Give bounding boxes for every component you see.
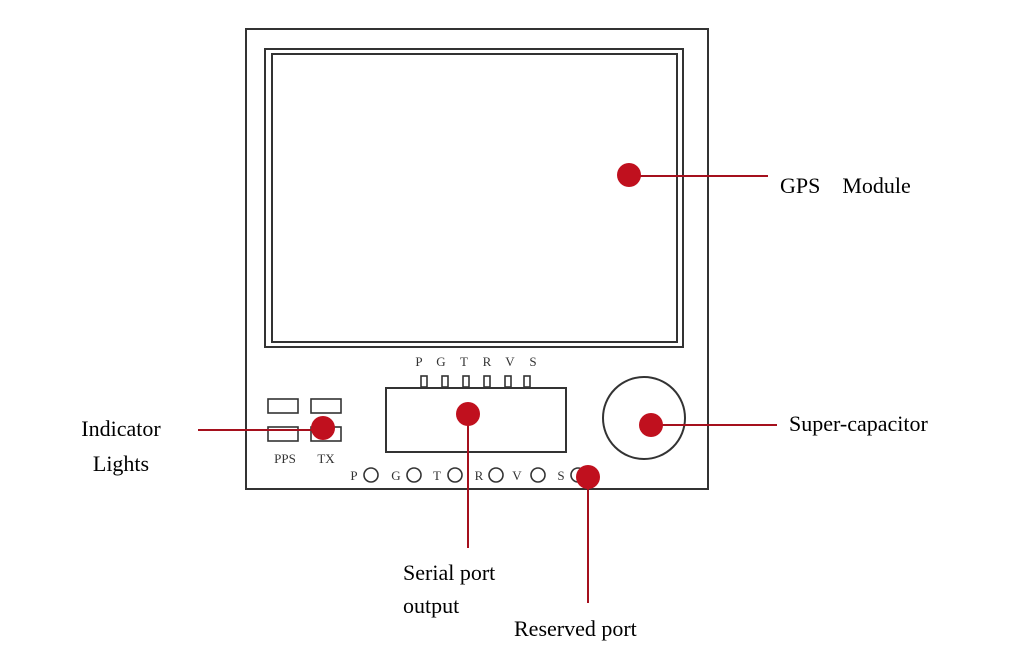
led-label-tx: TX <box>317 451 335 466</box>
led-pad <box>267 398 299 414</box>
header-pin-label: V <box>505 354 515 369</box>
gps-module-inner <box>271 53 678 343</box>
bottom-pad <box>447 467 463 483</box>
label-super-capacitor: Super-capacitor <box>789 411 928 436</box>
bottom-pad-label: V <box>512 468 522 483</box>
header-pin <box>420 375 428 388</box>
header-pin-label: S <box>529 354 536 369</box>
header-pin <box>441 375 449 388</box>
bottom-pad-label: R <box>475 468 484 483</box>
header-pin <box>483 375 491 388</box>
bottom-pad-label: T <box>433 468 441 483</box>
header-pin-label: P <box>415 354 422 369</box>
marker-gps-module <box>617 163 641 187</box>
led-label-pps: PPS <box>274 451 296 466</box>
label-gps-module: GPS Module <box>780 173 911 198</box>
marker-serial-port <box>456 402 480 426</box>
bottom-pad <box>406 467 422 483</box>
label-indicator-lights-line1: Indicator <box>81 416 161 441</box>
bottom-pad-label: G <box>391 468 400 483</box>
bottom-pad-label: P <box>350 468 357 483</box>
board-outline <box>245 28 709 490</box>
header-pin <box>462 375 470 388</box>
bottom-pad <box>363 467 379 483</box>
serial-port-connector <box>385 387 567 453</box>
marker-super-capacitor <box>639 413 663 437</box>
label-serial-port-line1: Serial port <box>403 560 495 585</box>
gps-module-outer <box>264 48 684 348</box>
bottom-pad <box>488 467 504 483</box>
indicator-led-group: PPS TX <box>267 398 342 466</box>
bottom-pad-label: S <box>557 468 564 483</box>
header-pin-label: G <box>436 354 445 369</box>
header-pin-label: R <box>483 354 492 369</box>
header-pin <box>504 375 512 388</box>
label-indicator-lights-line2: Lights <box>93 451 149 476</box>
led-pad <box>310 398 342 414</box>
label-reserved-port: Reserved port <box>514 616 637 641</box>
led-pad <box>267 426 299 442</box>
header-pin <box>523 375 531 388</box>
marker-indicator-lights <box>311 416 335 440</box>
header-pin-group: P G T R V S <box>415 354 537 388</box>
bottom-pad <box>530 467 546 483</box>
header-pin-label: T <box>460 354 468 369</box>
super-capacitor-outline <box>602 376 686 460</box>
label-serial-port-line2: output <box>403 593 459 618</box>
marker-reserved-port <box>576 465 600 489</box>
